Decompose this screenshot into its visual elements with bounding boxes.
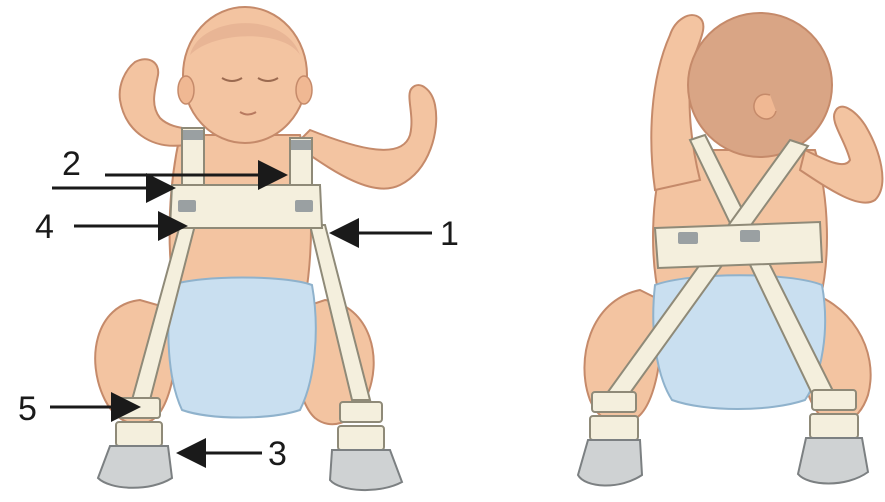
back-chest-band	[655, 222, 822, 268]
front-ear-left	[178, 76, 194, 104]
front-chest-buckle-right	[295, 200, 313, 212]
back-left-bootie-cuff-upper	[592, 392, 636, 412]
back-right-bootie-cuff-upper	[812, 390, 856, 410]
front-left-shoulder-buckle	[183, 130, 203, 140]
front-left-bootie-cuff-lower	[116, 422, 162, 446]
callout-label-3: 3	[268, 435, 287, 473]
back-right-bootie-cuff-lower	[810, 414, 858, 438]
front-right-bootie-cuff-upper	[340, 402, 382, 422]
front-right-shoe	[330, 450, 402, 490]
back-right-shoe	[798, 438, 868, 484]
front-ear-right	[296, 76, 312, 104]
back-chest-buckle-left	[678, 232, 698, 244]
callout-label-1: 1	[440, 215, 459, 253]
front-diaper	[168, 278, 315, 418]
back-chest-buckle-right	[740, 230, 760, 242]
back-left-shoe	[578, 440, 642, 486]
front-left-shoe	[98, 446, 172, 488]
back-head	[688, 13, 832, 157]
back-view-infant	[578, 13, 882, 486]
callout-label-5: 5	[18, 390, 37, 428]
front-right-bootie-cuff-lower	[338, 426, 384, 450]
front-chest-buckle-left	[178, 200, 196, 212]
callout-label-4: 4	[35, 208, 54, 246]
front-right-arm	[295, 85, 436, 188]
back-left-bootie-cuff-lower	[590, 416, 638, 440]
front-view-infant	[95, 7, 436, 490]
front-right-shoulder-buckle	[291, 140, 311, 150]
callout-label-2: 2	[62, 145, 81, 183]
